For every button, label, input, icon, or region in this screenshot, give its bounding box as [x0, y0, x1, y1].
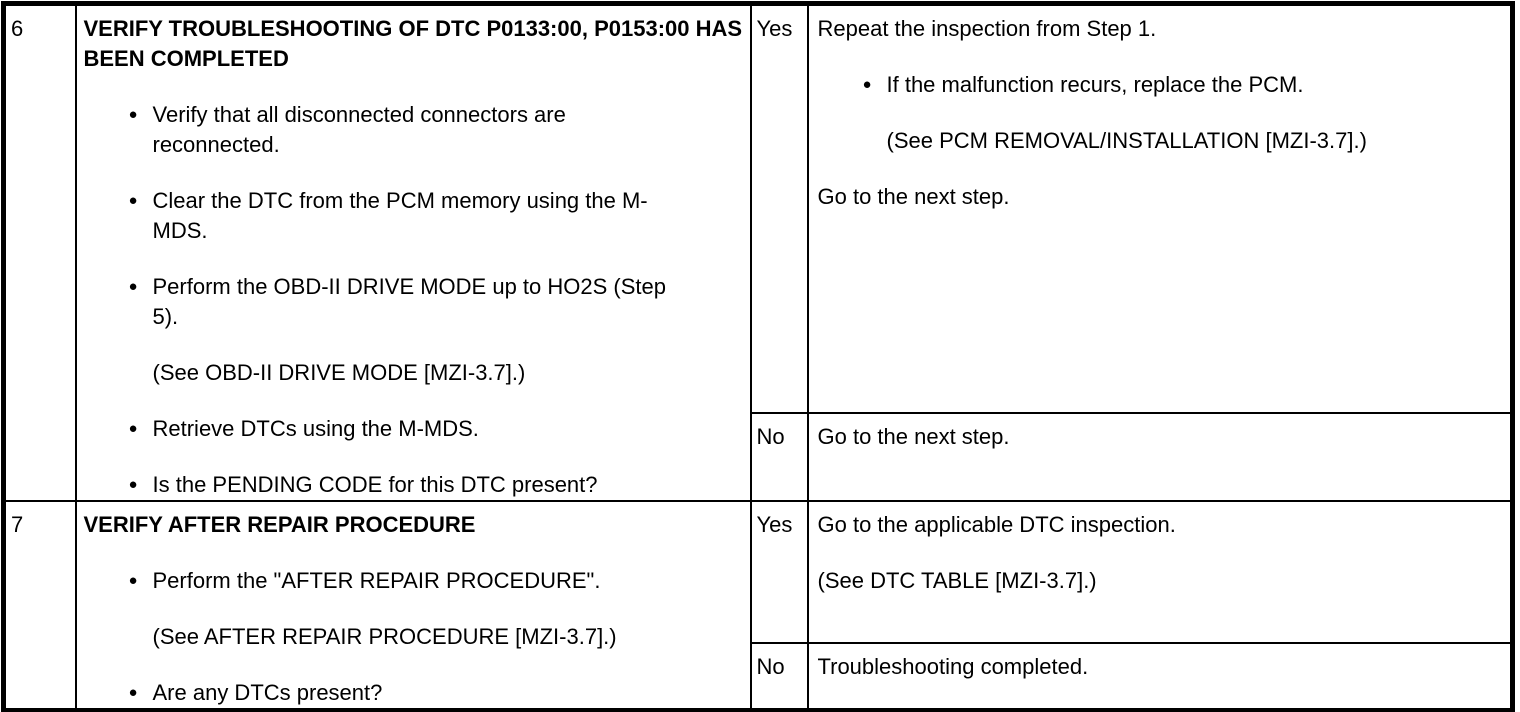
action-bullet: ● Is the PENDING CODE for this DTC prese…	[129, 470, 744, 500]
action-bullet: ● Retrieve DTCs using the M-MDS.	[129, 414, 744, 444]
action-cell: VERIFY AFTER REPAIR PROCEDURE ● Perform …	[74, 500, 752, 712]
bullet-icon: ●	[128, 278, 138, 295]
no-label-text: No	[756, 423, 785, 449]
result-text: Go to the next step.	[817, 423, 1010, 449]
see-reference: (See AFTER REPAIR PROCEDURE [MZI-3.7].)	[152, 624, 617, 649]
bullet-icon: ●	[862, 76, 872, 93]
see-reference: (See PCM REMOVAL/INSTALLATION [MZI-3.7].…	[886, 128, 1367, 153]
step-number-text: 7	[11, 512, 24, 537]
bullet-text: Is the PENDING CODE for this DTC present…	[152, 472, 598, 497]
yes-label-text: Yes	[756, 16, 793, 41]
bullet-icon: ●	[128, 476, 138, 493]
bullet-text: Retrieve DTCs using the M-MDS.	[152, 416, 479, 441]
result-text: Repeat the inspection from Step 1.	[817, 16, 1157, 41]
bullet-icon: ●	[128, 420, 138, 437]
result-bullet: ● If the malfunction recurs, replace the…	[863, 70, 1505, 100]
result-yes-label: Yes	[749, 500, 809, 644]
bullet-text: Are any DTCs present?	[152, 680, 383, 705]
action-bullet: ● Clear the DTC from the PCM memory usin…	[129, 186, 744, 246]
step-number: 6	[2, 2, 77, 502]
table-row-step-6: 6 VERIFY TROUBLESHOOTING OF DTC P0133:00…	[2, 2, 1514, 502]
bullet-text: Verify that all disconnected connectors …	[152, 102, 566, 157]
action-title: VERIFY TROUBLESHOOTING OF DTC P0133:00, …	[83, 16, 743, 71]
bullet-icon: ●	[128, 572, 138, 589]
action-bullet: ● Perform the OBD-II DRIVE MODE up to HO…	[129, 272, 744, 332]
bullet-icon: ●	[128, 106, 138, 123]
table-row-step-7-no: No Troubleshooting completed.	[4, 641, 1514, 712]
yes-result-cell: Go to the applicable DTC inspection. (Se…	[806, 500, 1514, 644]
see-reference: (See DTC TABLE [MZI-3.7].)	[817, 568, 1097, 593]
action-bullet: ● Perform the "AFTER REPAIR PROCEDURE".	[129, 566, 744, 596]
bullet-text: Perform the OBD-II DRIVE MODE up to HO2S…	[152, 274, 667, 329]
see-reference: (See OBD-II DRIVE MODE [MZI-3.7].)	[152, 360, 526, 385]
action-cell: VERIFY TROUBLESHOOTING OF DTC P0133:00, …	[74, 2, 752, 502]
result-text: Go to the next step.	[817, 184, 1010, 209]
result-text: Go to the applicable DTC inspection.	[817, 512, 1176, 537]
action-title: VERIFY AFTER REPAIR PROCEDURE	[83, 512, 476, 537]
bullet-text: If the malfunction recurs, replace the P…	[886, 72, 1304, 97]
result-text: Troubleshooting completed.	[817, 653, 1089, 679]
bullet-text: Clear the DTC from the PCM memory using …	[152, 188, 648, 243]
action-bullet: ● Verify that all disconnected connector…	[129, 100, 744, 160]
result-yes-label: Yes	[749, 2, 809, 414]
bullet-icon: ●	[128, 684, 138, 701]
action-bullet: ● Are any DTCs present?	[129, 678, 744, 708]
result-no-label: No	[749, 411, 809, 503]
yes-result-cell: Repeat the inspection from Step 1. ● If …	[806, 2, 1514, 414]
yes-label-text: Yes	[756, 512, 793, 537]
no-label-text: No	[756, 653, 785, 679]
no-result-cell: Go to the next step.	[806, 411, 1514, 503]
step-number-text: 6	[11, 16, 24, 41]
table-row-step-6-no: No Go to the next step.	[4, 411, 1514, 503]
bullet-icon: ●	[128, 192, 138, 209]
table-row-step-7: 7 VERIFY AFTER REPAIR PROCEDURE ● Perfor…	[2, 500, 1514, 712]
bullet-text: Perform the "AFTER REPAIR PROCEDURE".	[152, 568, 601, 593]
step-number: 7	[2, 500, 77, 712]
no-result-cell: Troubleshooting completed.	[806, 641, 1514, 712]
result-no-label: No	[749, 641, 809, 712]
